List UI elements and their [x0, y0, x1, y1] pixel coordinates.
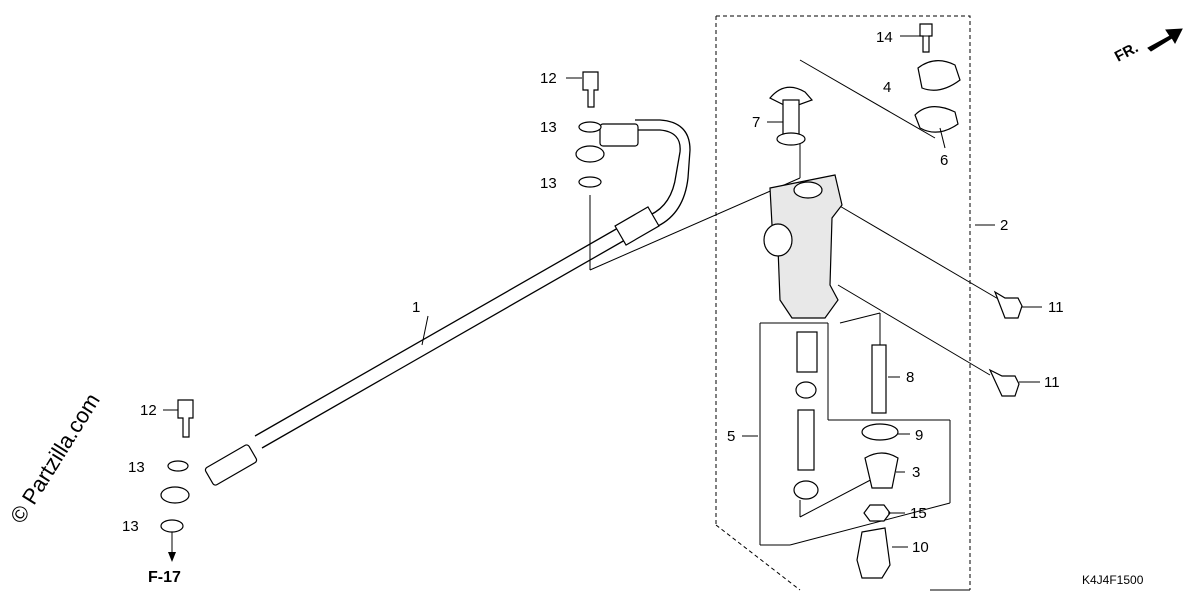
piston: [797, 409, 815, 471]
reservoir-joint: [769, 86, 814, 146]
front-direction-label: FR.: [1112, 39, 1141, 65]
callout-1: 1: [412, 299, 420, 316]
diaphragm-6: [914, 106, 959, 133]
circlip-9: [861, 423, 899, 441]
watermark-text: © Partzilla.com: [5, 389, 105, 528]
callout-9: 9: [915, 427, 923, 444]
reservoir-cap-group: [914, 23, 961, 133]
upper-washer-13a: [578, 121, 602, 133]
reference-arrow-icon: [168, 552, 176, 562]
secondary-cup: [793, 480, 819, 500]
callout-7: 7: [752, 114, 760, 131]
internal-parts: [793, 331, 899, 579]
assembly-outline: [715, 15, 971, 591]
callout-leaders: [163, 35, 1042, 548]
lower-banjo-group: [160, 399, 194, 562]
brake-hose: [204, 119, 691, 486]
nut-15: [863, 504, 891, 522]
callout-11b: 11: [1044, 374, 1060, 391]
screw-14: [919, 23, 933, 53]
leader-lines: [589, 59, 1001, 546]
callout-6: 6: [940, 152, 948, 169]
upper-washer-13b: [578, 176, 602, 188]
upper-banjo-group: [575, 71, 605, 188]
upper-bolt-12: [582, 71, 599, 108]
lower-washer-13b: [160, 519, 184, 533]
hose-sleeve: [614, 206, 660, 246]
callout-13d: 13: [122, 518, 139, 535]
front-arrow-icon: [1147, 28, 1183, 52]
callout-11a: 11: [1048, 299, 1064, 316]
callout-4: 4: [883, 79, 891, 96]
spring: [796, 331, 818, 373]
clevis-10: [856, 527, 891, 579]
callout-14: 14: [876, 29, 893, 46]
primary-cup: [795, 381, 817, 399]
push-rod-8: [871, 344, 887, 414]
upper-banjo-eye: [575, 145, 605, 163]
callout-10: 10: [912, 539, 929, 556]
hose-fitting-top: [599, 123, 639, 147]
lower-washer-13a: [167, 460, 189, 472]
callout-13c: 13: [128, 459, 145, 476]
callout-5: 5: [727, 428, 735, 445]
callout-13b: 13: [540, 175, 557, 192]
callout-3: 3: [912, 464, 920, 481]
lower-bolt-12: [177, 399, 194, 438]
diagram-code: K4J4F1500: [1082, 573, 1144, 587]
front-direction-indicator: FR.: [1112, 28, 1183, 66]
master-cylinder-body: [763, 174, 843, 319]
callout-12a: 12: [540, 70, 557, 87]
lower-banjo-eye: [160, 486, 190, 504]
callout-2: 2: [1000, 217, 1008, 234]
boot-3: [864, 452, 899, 489]
callout-12b: 12: [140, 402, 157, 419]
callout-13a: 13: [540, 119, 557, 136]
callout-15: 15: [910, 505, 927, 522]
reference-label-f17: F-17: [148, 569, 181, 586]
cover-4: [917, 60, 961, 91]
callout-8: 8: [906, 369, 914, 386]
mounting-bolts: [988, 290, 1023, 397]
hose-fitting-bottom: [204, 444, 258, 486]
